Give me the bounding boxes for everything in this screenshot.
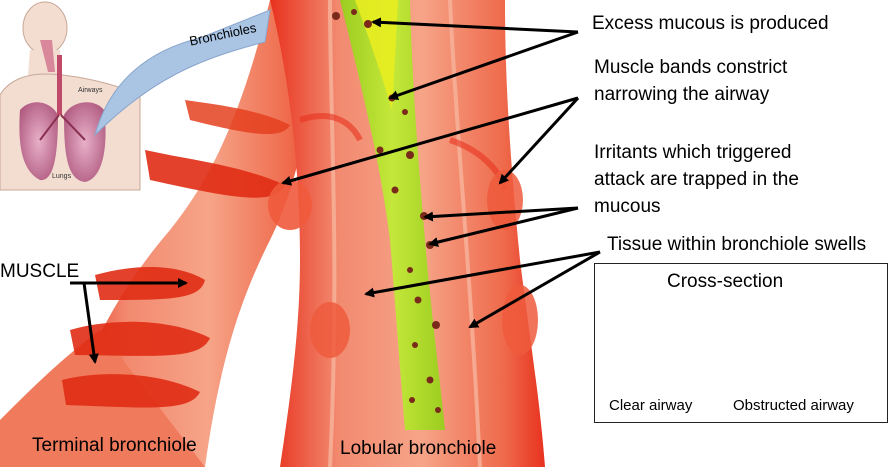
lobular-bronchiole-label: Lobular bronchiole	[340, 438, 497, 459]
tissue-swells-label: Tissue within bronchiole swells	[607, 234, 867, 255]
muscle-bands-label-line1: Muscle bands constrict	[594, 57, 788, 78]
lungs-inset-label: Lungs	[52, 173, 72, 180]
excess-mucous-label: Excess mucous is produced	[592, 13, 829, 34]
annotation-arrows	[70, 17, 601, 364]
irritants-label-line2: attack are trapped in the	[594, 169, 799, 190]
irritants-label-line1: Irritants which triggered	[594, 142, 792, 163]
lobular-bronchiole-illustration	[268, 0, 545, 467]
terminal-bronchiole-label: Terminal bronchiole	[32, 435, 197, 456]
irritants-label-line3: mucous	[594, 196, 661, 217]
airways-inset-label: Airways	[78, 87, 103, 94]
clear-airway-label: Clear airway	[609, 397, 693, 414]
obstructed-airway-label: Obstructed airway	[733, 397, 854, 414]
muscle-label: MUSCLE	[0, 261, 80, 282]
bronchioles-pointer-bubble	[94, 9, 271, 137]
cross-section-title: Cross-section	[667, 271, 784, 292]
cross-section-panel	[594, 263, 888, 423]
muscle-bands-label-line2: narrowing the airway	[594, 84, 770, 105]
